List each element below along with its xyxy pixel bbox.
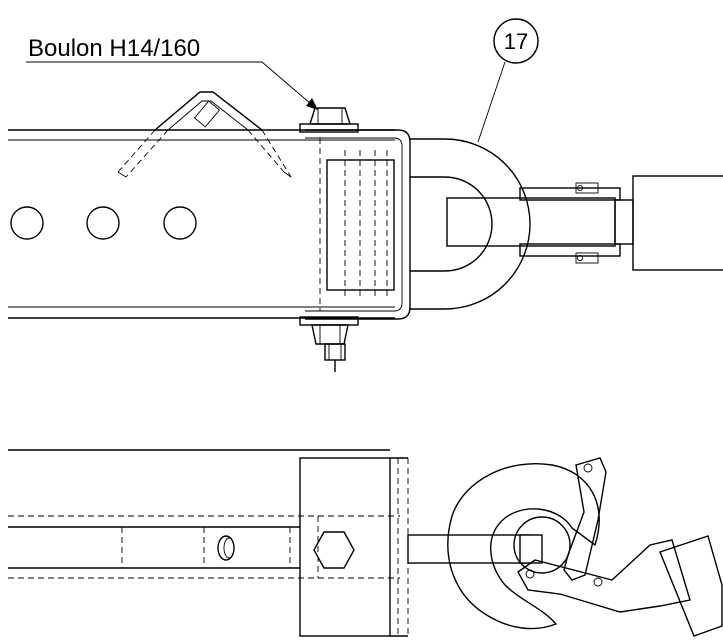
bracket-block <box>299 457 409 637</box>
lifting-lug <box>117 91 292 178</box>
bolt-callout-label: Boulon H14/160 <box>28 35 200 62</box>
end-bracket <box>305 129 411 320</box>
boom-side-view <box>8 449 400 579</box>
webbing-sling <box>446 175 723 271</box>
bottom-view <box>8 449 723 637</box>
side-bolt <box>217 535 235 561</box>
shackle <box>410 138 531 310</box>
bolt-h14-160 <box>299 107 359 372</box>
adjustment-holes <box>10 206 197 240</box>
top-view <box>8 91 723 372</box>
item-number-balloon <box>493 18 539 64</box>
hook-shank <box>407 534 531 564</box>
annotations: Boulon H14/160 17 <box>26 18 539 143</box>
item-number-label: 17 <box>504 29 528 54</box>
sling-hook <box>447 457 723 637</box>
